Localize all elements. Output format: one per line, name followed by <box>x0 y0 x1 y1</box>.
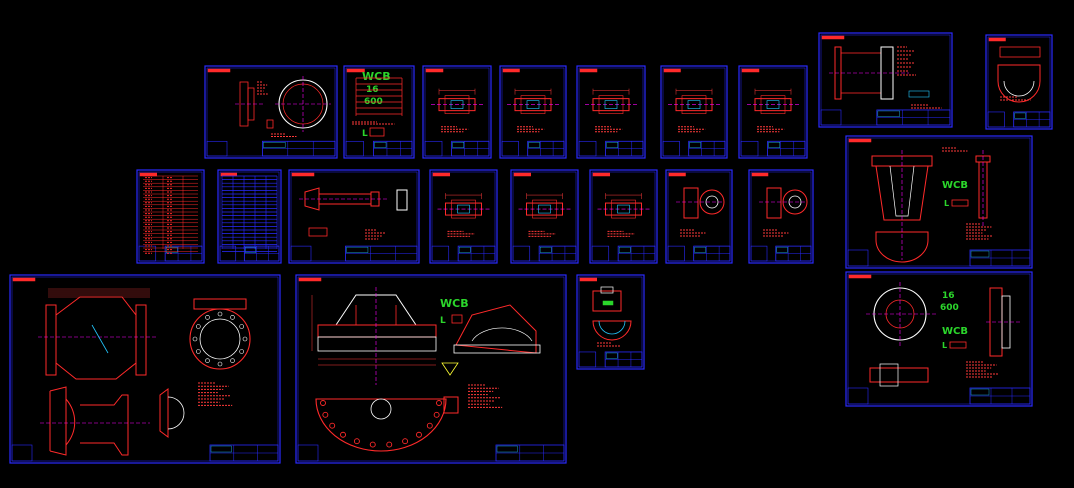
material-l_mark-label: L <box>944 199 949 208</box>
drawing-sheet-s07[interactable] <box>738 65 808 159</box>
material-pressure-label: 600 <box>940 303 959 313</box>
material-material-label: WCB <box>942 326 968 337</box>
material-material-label: WCB <box>362 70 391 83</box>
drawing-sheet-s18[interactable]: WCB L <box>845 135 1033 269</box>
material-material-label: WCB <box>942 180 968 191</box>
material-l_mark-label: L <box>362 129 368 139</box>
drawing-sheet-s20[interactable]: WCB L <box>295 274 567 464</box>
drawing-sheet-s12[interactable] <box>288 169 420 264</box>
drawing-sheet-s04[interactable] <box>499 65 567 159</box>
drawing-sheet-s03[interactable] <box>422 65 492 159</box>
drawing-sheet-s09[interactable] <box>985 34 1053 130</box>
material-l_mark-label: L <box>942 341 947 350</box>
drawing-sheet-s21[interactable] <box>576 274 645 370</box>
drawing-sheet-s14[interactable] <box>510 169 579 264</box>
drawing-sheet-s17[interactable] <box>748 169 814 264</box>
drawing-sheet-s08[interactable] <box>818 32 953 128</box>
material-material-label: WCB <box>440 297 469 310</box>
drawing-sheet-s05[interactable] <box>576 65 646 159</box>
material-l_mark-label: L <box>440 316 446 326</box>
drawing-sheet-s11[interactable] <box>217 169 282 264</box>
material-size-label: 16 <box>942 291 955 301</box>
drawing-sheet-s16[interactable] <box>665 169 733 264</box>
drawing-sheet-s13[interactable] <box>429 169 498 264</box>
drawing-sheet-s06[interactable] <box>660 65 728 159</box>
drawing-sheet-s19[interactable] <box>9 274 281 464</box>
drawing-sheet-s10[interactable] <box>136 169 205 264</box>
drawing-sheet-s01[interactable] <box>204 65 338 159</box>
drawing-sheet-s15[interactable] <box>589 169 658 264</box>
